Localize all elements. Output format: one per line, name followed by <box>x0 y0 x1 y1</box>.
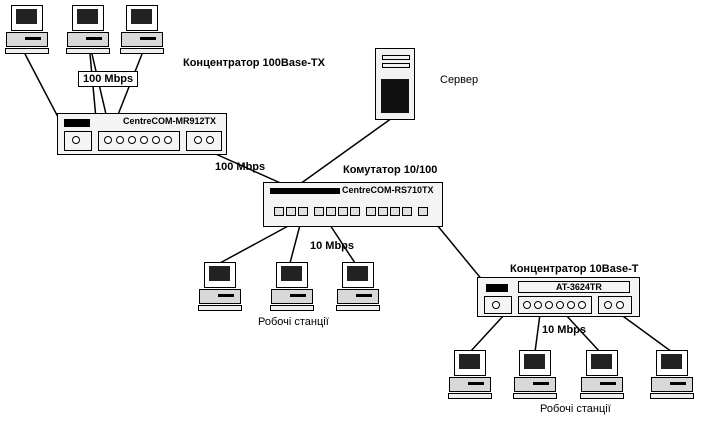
server-label: Сервер <box>440 74 479 86</box>
workstations-right-label: Робочі станції <box>540 403 611 415</box>
workstations-left-label: Робочі станції <box>258 316 329 328</box>
workstation-icon <box>120 5 164 55</box>
switch-model: CentreCOM-RS710TX <box>342 185 434 195</box>
hub-icon: AT-3624TR <box>477 277 640 317</box>
hub100-model: CentreCOM-MR912TX <box>123 116 217 126</box>
speed-label-10-right: 10 Mbps <box>542 324 587 336</box>
hub-icon: CentreCOM-MR912TX <box>57 113 227 155</box>
server-icon <box>375 48 415 120</box>
speed-label-100-link: 100 Mbps <box>215 161 266 173</box>
hub10-model: AT-3624TR <box>556 282 602 292</box>
workstation-icon <box>5 5 49 55</box>
speed-label-100-top: 100 Mbps <box>78 71 139 87</box>
workstation-icon <box>650 350 694 400</box>
workstation-icon <box>198 262 242 312</box>
workstation-icon <box>580 350 624 400</box>
speed-label-10-left: 10 Mbps <box>310 240 355 252</box>
workstation-icon <box>270 262 314 312</box>
switch-title: Комутатор 10/100 <box>343 164 438 176</box>
hub10-title: Концентратор 10Base-T <box>510 263 639 275</box>
workstation-icon <box>66 5 110 55</box>
switch-icon: CentreCOM-RS710TX <box>263 182 443 227</box>
workstation-icon <box>336 262 380 312</box>
hub100-title: Концентратор 100Base-TX <box>183 57 325 69</box>
workstation-icon <box>513 350 557 400</box>
workstation-icon <box>448 350 492 400</box>
